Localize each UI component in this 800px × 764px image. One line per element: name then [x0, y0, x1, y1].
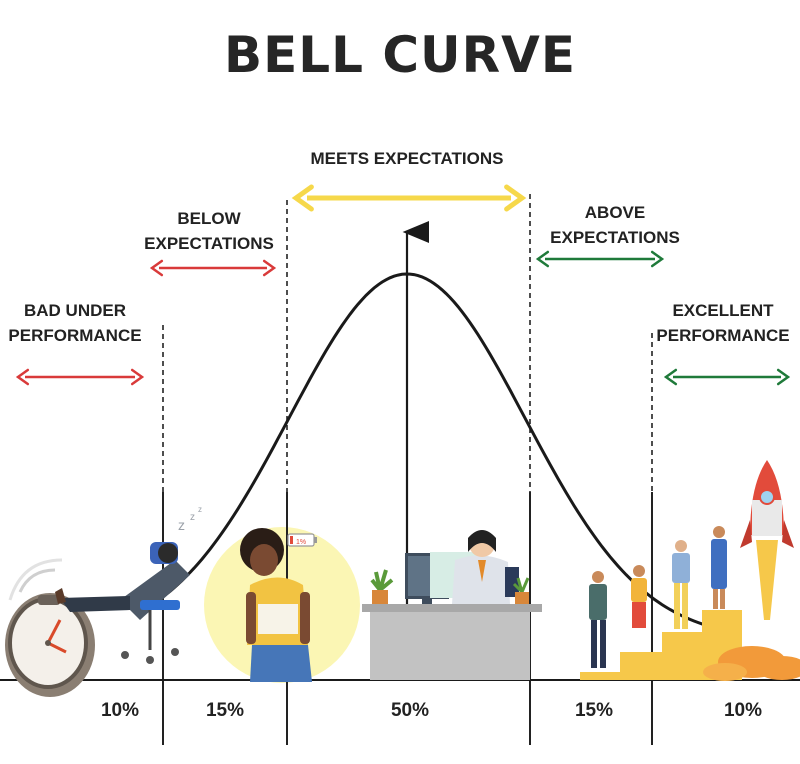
- range-arrow-above: [535, 250, 665, 268]
- sleeping-worker-icon: z z z: [55, 505, 202, 664]
- office-worker-icon: [362, 530, 542, 680]
- zone-percent-meets: 50%: [390, 700, 430, 721]
- plant-icon: [512, 577, 530, 604]
- zone-label-line: BAD UNDER: [24, 301, 126, 320]
- range-arrow-head-right: [650, 250, 665, 268]
- zone-label-line: BELOW: [177, 209, 241, 228]
- sad-worker-icon: [240, 528, 312, 682]
- zone-label-line: EXPECTATIONS: [550, 228, 680, 247]
- svg-text:z: z: [198, 505, 202, 514]
- zone-percent-excellent: 10%: [723, 700, 763, 721]
- range-arrow-head-left: [663, 368, 678, 386]
- bell-curve: [149, 272, 711, 628]
- range-arrow-head-left: [149, 259, 164, 277]
- range-arrow-head-right: [262, 259, 277, 277]
- zone-label-line: PERFORMANCE: [8, 326, 142, 345]
- range-arrow-head-right: [776, 368, 791, 386]
- range-arrow-below: [149, 259, 277, 277]
- sleep-z-icon: z: [178, 517, 185, 533]
- zone-label-line: ABOVE: [584, 203, 646, 222]
- range-arrow-head-left: [15, 368, 30, 386]
- zone-label-line: EXPECTATIONS: [144, 234, 274, 253]
- range-arrow-bad: [15, 368, 145, 386]
- clock-icon: [5, 558, 95, 697]
- plant-icon: [370, 569, 394, 604]
- battery-icon: 1%: [287, 533, 317, 547]
- zone-percent-below: 15%: [205, 700, 245, 721]
- zone-percent-bad: 10%: [100, 700, 140, 721]
- battery-label: 1%: [296, 539, 306, 546]
- zone-label-line: PERFORMANCE: [656, 326, 790, 345]
- zone-label-meets: MEETS EXPECTATIONS: [282, 146, 532, 171]
- zone-label-bad: BAD UNDER PERFORMANCE: [0, 298, 150, 348]
- page-title: BELL CURVE: [223, 26, 577, 84]
- range-arrow-head-right: [504, 184, 527, 212]
- zone-label-above: ABOVE EXPECTATIONS: [532, 200, 698, 250]
- range-arrow-meets: [291, 184, 527, 212]
- zone-dividers: [162, 194, 653, 492]
- range-arrow-head-left: [535, 250, 550, 268]
- range-arrow-head-right: [130, 368, 145, 386]
- zone-label-excellent: EXCELLENT PERFORMANCE: [646, 298, 800, 348]
- svg-text:z: z: [190, 512, 195, 523]
- zone-label-below: BELOW EXPECTATIONS: [131, 206, 287, 256]
- range-arrow-excellent: [663, 368, 791, 386]
- rocket-icon: [703, 460, 800, 681]
- zone-label-line: MEETS EXPECTATIONS: [310, 149, 504, 168]
- range-arrows: [15, 184, 791, 386]
- range-arrow-head-left: [291, 184, 314, 212]
- zone-percent-above: 15%: [574, 700, 614, 721]
- zone-label-line: EXCELLENT: [672, 301, 774, 320]
